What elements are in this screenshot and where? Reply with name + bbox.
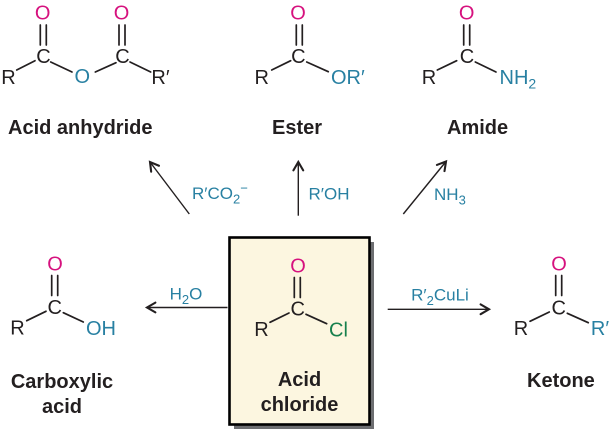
atom-c: C	[115, 46, 129, 68]
atom-o-carbonyl: O	[290, 3, 306, 25]
single-bond	[566, 312, 590, 324]
atom-c: C	[551, 298, 565, 320]
atom-r-prime: R′	[591, 318, 609, 340]
box-frame	[228, 236, 371, 426]
single-bond	[49, 61, 73, 73]
single-bond	[62, 311, 85, 323]
atom-o-carbonyl: O	[551, 254, 567, 276]
label-acid-chloride: Acid chloride	[229, 368, 370, 418]
single-bond	[529, 311, 551, 323]
structure-carboxylic-acid: O C R OH	[10, 254, 116, 341]
acid-chloride-box	[228, 236, 374, 429]
atom-o-carbonyl: O	[35, 3, 51, 25]
atom-r: R	[254, 67, 268, 89]
structure-acid-chloride: O C R Cl	[254, 256, 348, 342]
label-line: chloride	[260, 394, 339, 416]
single-bond	[25, 310, 47, 322]
single-bond	[129, 61, 152, 73]
atom-o-carbonyl: O	[459, 3, 475, 25]
atom-c: C	[290, 299, 304, 321]
label-line: acid	[41, 396, 83, 418]
atom-cl: Cl	[329, 320, 348, 342]
single-bond	[15, 59, 36, 71]
atom-r: R	[1, 67, 15, 89]
single-bond	[269, 312, 290, 324]
single-bond	[436, 59, 458, 71]
reagent-rco2-label: R′CO2−	[192, 181, 248, 207]
atom-o-carbonyl: O	[114, 3, 130, 25]
arrow-to-acid-anhydride	[148, 160, 190, 215]
reagent-nh3-label: NH3	[434, 185, 466, 208]
label-amide: Amide	[447, 117, 509, 139]
atom-o-carbonyl: O	[47, 254, 63, 276]
arrows-upper: R′CO2− R′OH NH3	[148, 159, 466, 216]
atom-oh: OH	[86, 318, 116, 340]
single-bond	[94, 61, 117, 73]
structure-acid-anhydride: R C O O C O R′	[1, 3, 170, 90]
atom-c: C	[460, 46, 474, 68]
single-bond	[305, 313, 328, 325]
reagent-r2culi-label: R′2CuLi	[411, 286, 469, 309]
label-ketone: Ketone	[527, 370, 595, 392]
label-line: Carboxylic	[10, 371, 114, 393]
atom-or-prime: OR′	[331, 67, 365, 89]
atom-r: R	[514, 318, 528, 340]
label-line: Acid	[277, 369, 322, 391]
reagent-h2o-label: H2O	[170, 285, 203, 308]
arrow-to-amide	[402, 159, 448, 215]
atom-o-bridge: O	[75, 66, 91, 88]
atom-c: C	[47, 297, 61, 319]
arrows-lower: H2O R′2CuLi	[144, 285, 492, 316]
atom-r: R	[254, 319, 268, 341]
atom-nh2: NH2	[500, 67, 537, 92]
reagent-roh-label: R′OH	[309, 185, 350, 204]
atom-o-carbonyl: O	[290, 256, 306, 278]
label-carboxylic-acid: Carboxylic acid	[0, 370, 124, 420]
label-ester: Ester	[272, 117, 323, 139]
atom-c: C	[36, 46, 50, 68]
structure-ketone: O C R R′	[514, 254, 610, 341]
single-bond	[474, 61, 497, 73]
single-bond	[305, 61, 330, 73]
label-acid-anhydride: Acid anhydride	[8, 117, 153, 139]
structure-amide: R C O NH2	[422, 3, 537, 92]
atom-r-prime: R′	[151, 67, 169, 89]
single-bond	[270, 59, 292, 71]
atom-r: R	[422, 67, 436, 89]
atom-r: R	[10, 318, 24, 340]
atom-c: C	[291, 46, 305, 68]
structure-ester: R C O OR′	[254, 3, 365, 90]
